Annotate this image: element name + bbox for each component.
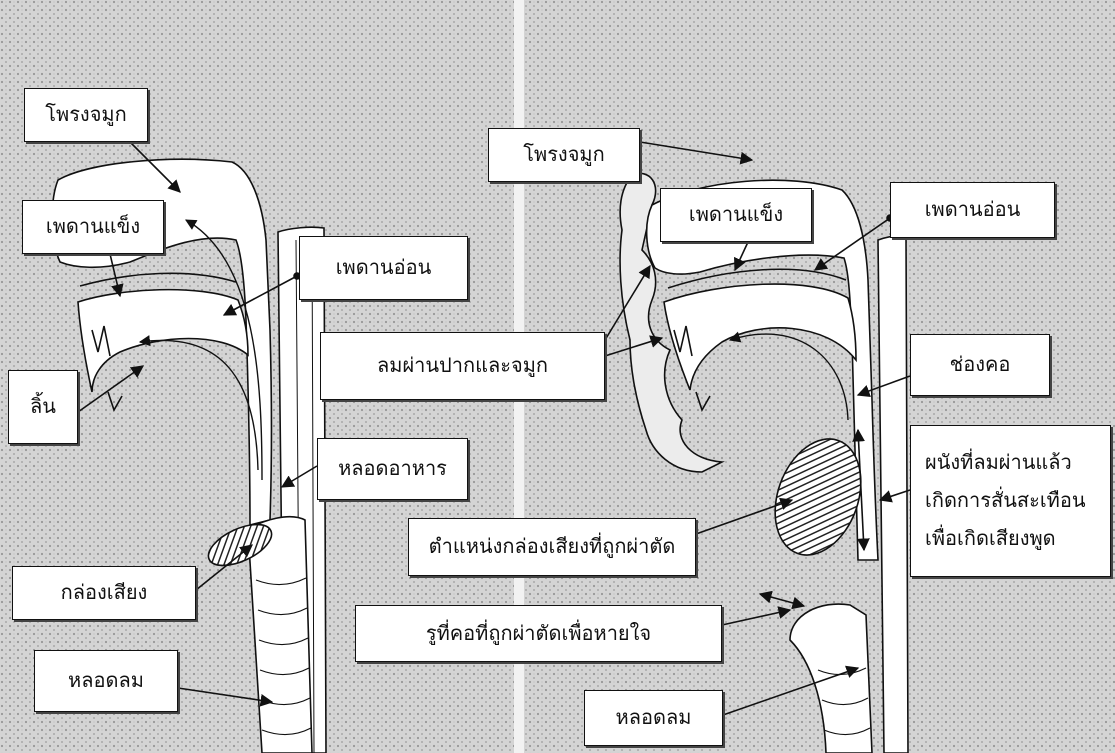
label-right-soft-palate: เพดานอ่อน [890,182,1055,238]
label-left-tongue: ลิ้น [8,370,78,444]
label-right-vibrating-wall-line-3: เพื่อเกิดเสียงพูด [925,527,1056,551]
label-right-vibrating-wall: ผนังที่ลมผ่านแล้ว เกิดการสั่นสะเทือน เพื… [910,425,1111,577]
right-esophagus [878,236,908,753]
label-left-nasal-cavity: โพรงจมูก [24,88,148,142]
label-left-esophagus: หลอดอาหาร [317,438,468,500]
label-left-larynx: กล่องเสียง [12,566,196,620]
label-right-vibrating-wall-line-2: เกิดการสั่นสะเทือน [925,489,1086,513]
label-left-trachea: หลอดลม [34,650,178,712]
label-left-soft-palate: เพดานอ่อน [299,236,468,300]
label-right-vibrating-wall-line-1: ผนังที่ลมผ่านแล้ว [925,451,1072,475]
label-right-stoma: รูที่คอที่ถูกผ่าตัดเพื่อหายใจ [355,605,722,662]
label-right-hard-palate: เพดานแข็ง [660,188,812,242]
label-right-nasal-cavity: โพรงจมูก [488,128,640,182]
label-right-airflow: ลมผ่านปากและจมูก [320,332,605,400]
label-right-removed-larynx: ตำแหน่งกล่องเสียงที่ถูกผ่าตัด [408,518,696,576]
label-right-pharynx: ช่องคอ [910,334,1050,396]
label-right-trachea: หลอดลม [584,690,723,746]
label-left-hard-palate: เพดานแข็ง [22,200,164,254]
